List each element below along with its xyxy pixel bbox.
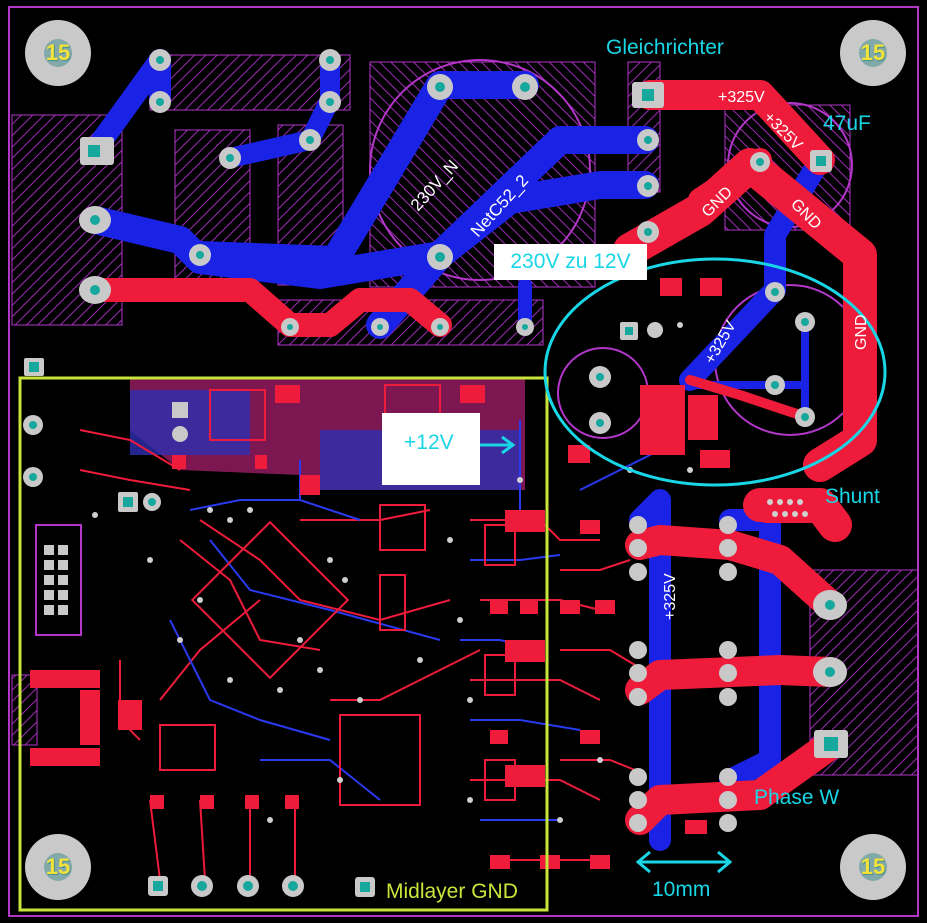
mounting-hole-bottom-left: 15 [45, 854, 71, 879]
rail12-label: +12V [382, 413, 480, 485]
through-hole-pads [23, 49, 848, 897]
shunt-pad [752, 493, 824, 523]
phase-label: Phase W [754, 786, 840, 809]
mounting-hole-top-right: 15 [860, 40, 886, 65]
mounting-hole-bottom-right: 15 [860, 854, 886, 879]
net-label-gnd-c: GND [853, 314, 870, 350]
scale-arrow [635, 850, 733, 874]
top-copper-mains [83, 80, 877, 835]
converter-label: 230V zu 12V [494, 244, 647, 280]
board-outline [8, 6, 919, 917]
shunt-label: Shunt [825, 485, 880, 508]
rectifier-label: Gleichrichter [606, 36, 724, 59]
converter-highlight [543, 257, 887, 487]
ic-pads [30, 278, 730, 869]
scale-label: 10mm [652, 878, 711, 901]
capacitor-label: 47uF [823, 112, 871, 135]
signal-traces [79, 429, 636, 881]
ic-footprints [35, 384, 516, 806]
net-label-v325-a: +325V [718, 89, 765, 106]
mounting-hole-top-left: 15 [45, 40, 71, 65]
midlayer-gnd-outline [18, 376, 549, 912]
net-label-v325-d: +325V [662, 573, 679, 620]
midlayer-label: Midlayer GND [386, 880, 518, 903]
vias [92, 322, 693, 823]
